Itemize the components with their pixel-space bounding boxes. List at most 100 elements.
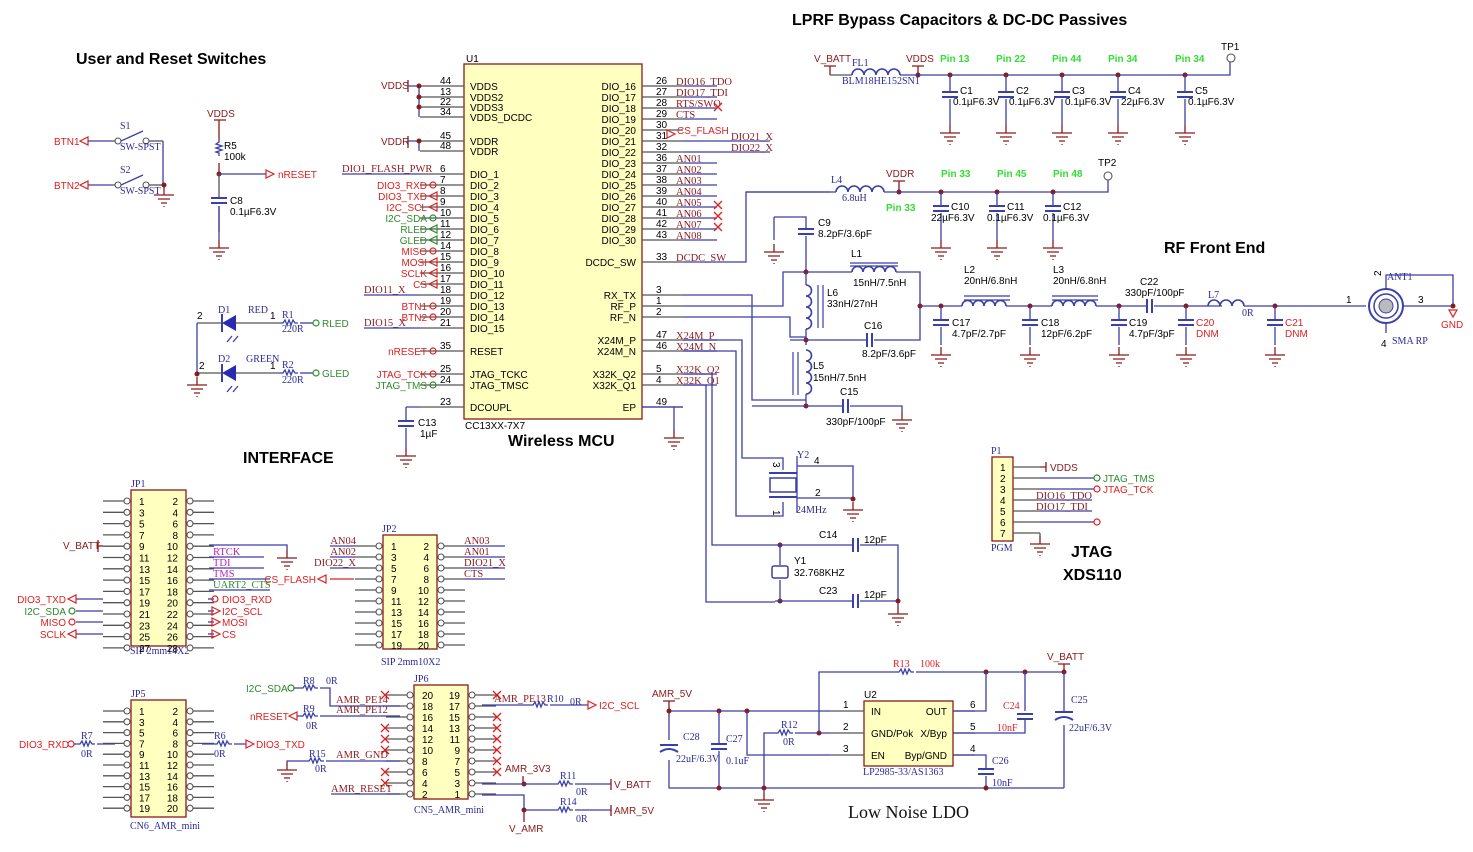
inductor-ref-l4: L4 bbox=[831, 175, 842, 186]
pin-note-c2: Pin 22 bbox=[996, 54, 1026, 65]
net-label-dio1-flash-pwr: DIO1_FLASH_PWR bbox=[342, 164, 432, 175]
dcdc-passives: L4 6.8uH VDDR Pin 33 TP2 Pin 33C1022µF6.… bbox=[746, 158, 1117, 261]
resistor-ref-r10: R10 bbox=[547, 694, 564, 705]
cap-ref-c4: C4 bbox=[1128, 86, 1141, 97]
mcu-pin-number: 32 bbox=[656, 142, 668, 153]
resistor-ref-r12: R12 bbox=[781, 720, 798, 731]
ldo-pin-number: 4 bbox=[970, 744, 976, 755]
mcu-pin-number: 12 bbox=[440, 230, 452, 241]
mcu-pin-name-dio_19: DIO_19 bbox=[602, 115, 637, 126]
inductor-ref-l6: L6 bbox=[827, 288, 839, 299]
pin-note-c4: Pin 34 bbox=[1108, 54, 1138, 65]
header-part-jp2: SIP 2mm10X2 bbox=[381, 657, 440, 668]
pin-note-c11: Pin 45 bbox=[997, 169, 1027, 180]
header-pin-number: 8 bbox=[423, 575, 429, 586]
cap-ref-c8: C8 bbox=[230, 196, 243, 207]
switch-type-s1: SW-SPST bbox=[120, 142, 161, 153]
header-pin-number: 19 bbox=[139, 804, 151, 815]
switch-ref-s1: S1 bbox=[120, 121, 131, 132]
header-pin-number: 7 bbox=[139, 531, 145, 542]
section-title-ldo: Low Noise LDO bbox=[848, 802, 969, 822]
net-label-dio3_rxd: DIO3_RXD bbox=[377, 181, 427, 192]
jp1-nets: V_BATT RTCK TDI TMS UART2_CTS bbox=[63, 540, 298, 591]
cap-value-c8: 0.1µF6.3V bbox=[230, 207, 277, 218]
cap-ref-c19: C19 bbox=[1129, 318, 1148, 329]
cap-ref-c25: C25 bbox=[1071, 695, 1088, 706]
net-label-tdi: TDI bbox=[213, 558, 231, 569]
net-label-vdds-jtag: VDDS bbox=[1050, 463, 1078, 474]
switch-s1: BTN1 S1 SW-SPST bbox=[54, 121, 164, 185]
resistor-ref-r13: R13 bbox=[893, 659, 910, 670]
cap-value-c27: 0.1uF bbox=[726, 756, 750, 767]
mcu-pin-name-dio_12: DIO_12 bbox=[470, 291, 505, 302]
cap-value-c9: 8.2pF/3.6pF bbox=[818, 229, 872, 240]
mcu-pin-number: 3 bbox=[656, 285, 662, 296]
header-pin-number: 15 bbox=[391, 619, 403, 630]
mcu-pin-name-dio_15: DIO_15 bbox=[470, 324, 505, 335]
switch-ref-s2: S2 bbox=[120, 165, 131, 176]
net-label-an06: AN06 bbox=[676, 209, 702, 220]
header-pin-number: 7 bbox=[139, 739, 145, 750]
net-label-amr-reset: AMR_RESET bbox=[331, 784, 393, 795]
mcu-pin-name-x24m_p: X24M_P bbox=[598, 336, 637, 347]
header-pin-number: 14 bbox=[167, 772, 179, 783]
mcu-pin-name-dio_25: DIO_25 bbox=[602, 181, 637, 192]
mcu-pin-number: 42 bbox=[656, 219, 668, 230]
header-pin-number: 1 bbox=[454, 790, 460, 801]
cap-value-c5: 0.1µF6.3V bbox=[1188, 97, 1235, 108]
mcu-pin-number: 36 bbox=[656, 153, 668, 164]
led-color-d2: GREEN bbox=[246, 354, 279, 365]
mcu-pin-number: 46 bbox=[656, 341, 668, 352]
header-pin-number: 18 bbox=[422, 702, 434, 713]
testpoint-tp2: TP2 bbox=[1098, 158, 1117, 169]
header-pin-number: 16 bbox=[418, 619, 430, 630]
header-ref-jp5: JP5 bbox=[131, 689, 145, 700]
header-pin-number: 14 bbox=[418, 608, 430, 619]
y2-pin-4: 4 bbox=[814, 456, 820, 467]
mcu-pin-name-dio_24: DIO_24 bbox=[602, 170, 637, 181]
net-label-dio11-x: DIO11_X bbox=[364, 285, 406, 296]
mcu-ref: U1 bbox=[466, 54, 479, 65]
header-pin-number: 5 bbox=[454, 768, 460, 779]
resistor-ref-r2: R2 bbox=[282, 360, 294, 371]
filter-ref-fl1: FL1 bbox=[852, 58, 869, 69]
ldo-pin-name-in: IN bbox=[871, 707, 881, 718]
cap-value-c24: 10nF bbox=[997, 723, 1018, 734]
mcu-pin-number: 43 bbox=[656, 230, 668, 241]
header-pin-number: 14 bbox=[167, 565, 179, 576]
net-label-tms: TMS bbox=[213, 569, 235, 580]
power-label-vbatt-ldo: V_BATT bbox=[1047, 652, 1084, 663]
header-pin-number: 3 bbox=[139, 718, 145, 729]
mcu-pin-number: 41 bbox=[656, 208, 668, 219]
header-pin-number: 15 bbox=[449, 713, 461, 724]
rf-matching-network: C9 8.2pF/3.6pF L1 15nH/7.5nH L6 33nH/27n… bbox=[752, 216, 1366, 433]
mcu-pin-name-dio_27: DIO_27 bbox=[602, 203, 637, 214]
jtag-pin-number: 2 bbox=[1000, 474, 1006, 485]
y2-pin-2: 2 bbox=[815, 488, 821, 499]
header-pin-number: 17 bbox=[139, 587, 151, 598]
section-title-lprf: LPRF Bypass Capacitors & DC-DC Passives bbox=[792, 12, 1127, 29]
resistor-value-r12: 0R bbox=[783, 737, 795, 748]
mcu-pin-number: 28 bbox=[656, 98, 668, 109]
net-label-x32k_q1: X32K_Q1 bbox=[676, 376, 720, 387]
net-label-jp2-an04: AN04 bbox=[330, 536, 356, 547]
net-label-an04: AN04 bbox=[676, 187, 702, 198]
mcu-pin-number: 24 bbox=[440, 375, 452, 386]
mcu-pin-number: 33 bbox=[656, 252, 668, 263]
resistor-value-r10: 0R bbox=[570, 697, 582, 708]
power-label-amr-5v-r14: AMR_5V bbox=[614, 806, 654, 817]
header-pin-number: 27 bbox=[139, 644, 151, 655]
net-label-rts-swo: RTS/SWO bbox=[676, 99, 721, 110]
resistor-ref-r8: R8 bbox=[303, 676, 315, 687]
mcu-pin-name-dio_23: DIO_23 bbox=[602, 159, 637, 170]
y2-pin-3: 3 bbox=[770, 462, 781, 468]
header-pin-number: 1 bbox=[391, 542, 397, 553]
net-label-an05: AN05 bbox=[676, 198, 702, 209]
mcu-pin-number: 38 bbox=[656, 175, 668, 186]
net-label-jp1-dio3_txd: DIO3_TXD bbox=[17, 595, 66, 606]
header-pin-number: 17 bbox=[391, 630, 403, 641]
cap-value-c4: 22µF6.3V bbox=[1121, 97, 1165, 108]
resistor-ref-r14: R14 bbox=[560, 797, 577, 808]
mcu-pin-number: 47 bbox=[656, 330, 668, 341]
